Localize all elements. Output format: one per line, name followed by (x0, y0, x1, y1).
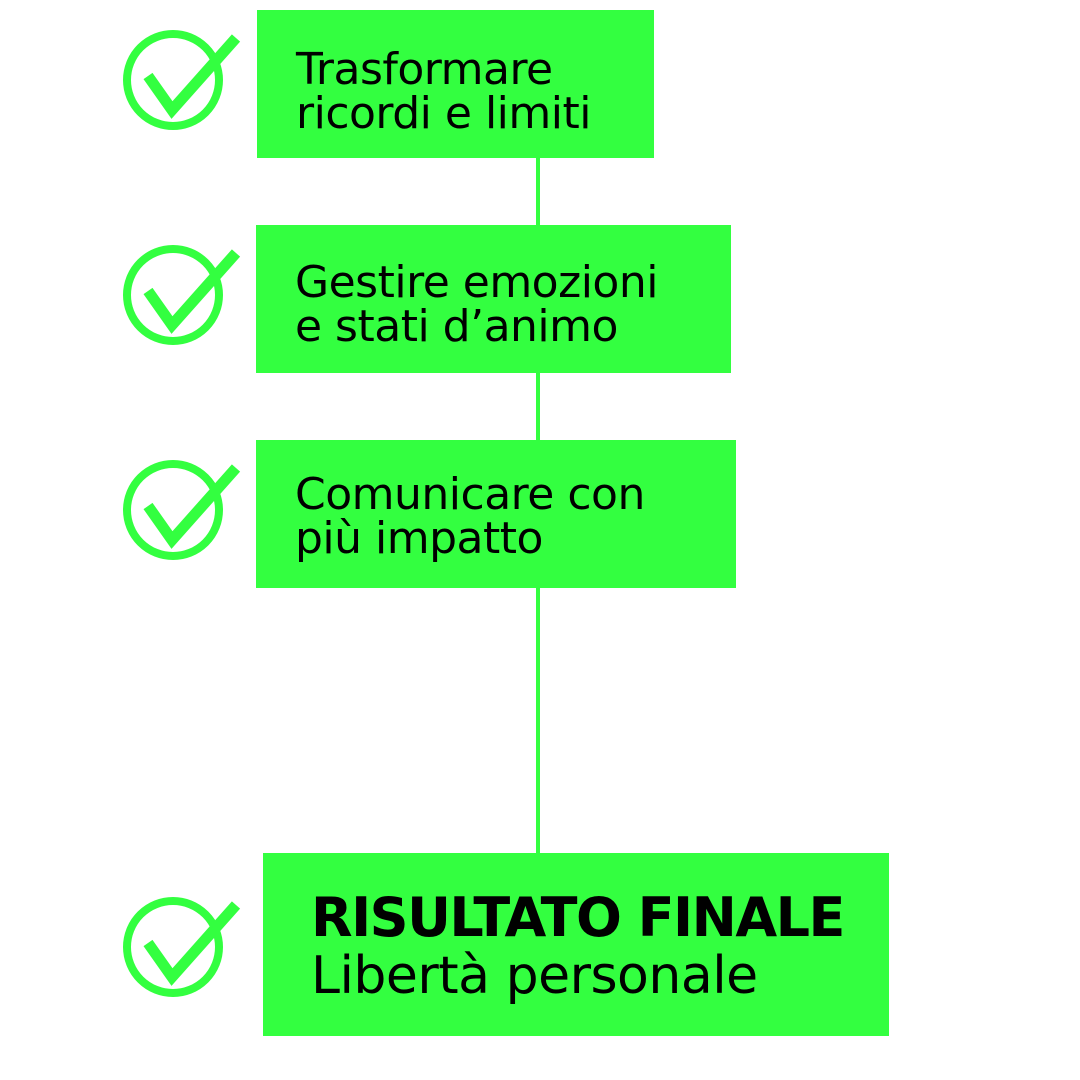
step-box-3: Comunicare con più impatto (256, 440, 736, 588)
step-text-line-2: e stati d’animo (295, 301, 618, 352)
step-box-2: Gestire emozioni e stati d’animo (256, 225, 731, 373)
check-circle-icon (123, 245, 241, 345)
step-text-line-1: Trasformare (296, 44, 553, 95)
check-circle-icon (123, 897, 241, 997)
connector-line (536, 155, 540, 230)
check-circle-icon (123, 460, 241, 560)
step-text-line-1: Gestire emozioni (295, 257, 658, 308)
connector-line (536, 370, 540, 445)
step-box-1: Trasformare ricordi e limiti (257, 10, 654, 158)
check-circle-icon (123, 30, 241, 130)
step-text-line-2: ricordi e limiti (296, 88, 591, 139)
final-result-box: RISULTATO FINALE Libertà personale (263, 853, 889, 1036)
final-result-title: RISULTATO FINALE (311, 886, 845, 949)
final-result-subtitle: Libertà personale (311, 946, 758, 1006)
step-text-line-2: più impatto (295, 513, 543, 564)
step-text-line-1: Comunicare con (295, 469, 645, 520)
connector-line (536, 585, 540, 857)
